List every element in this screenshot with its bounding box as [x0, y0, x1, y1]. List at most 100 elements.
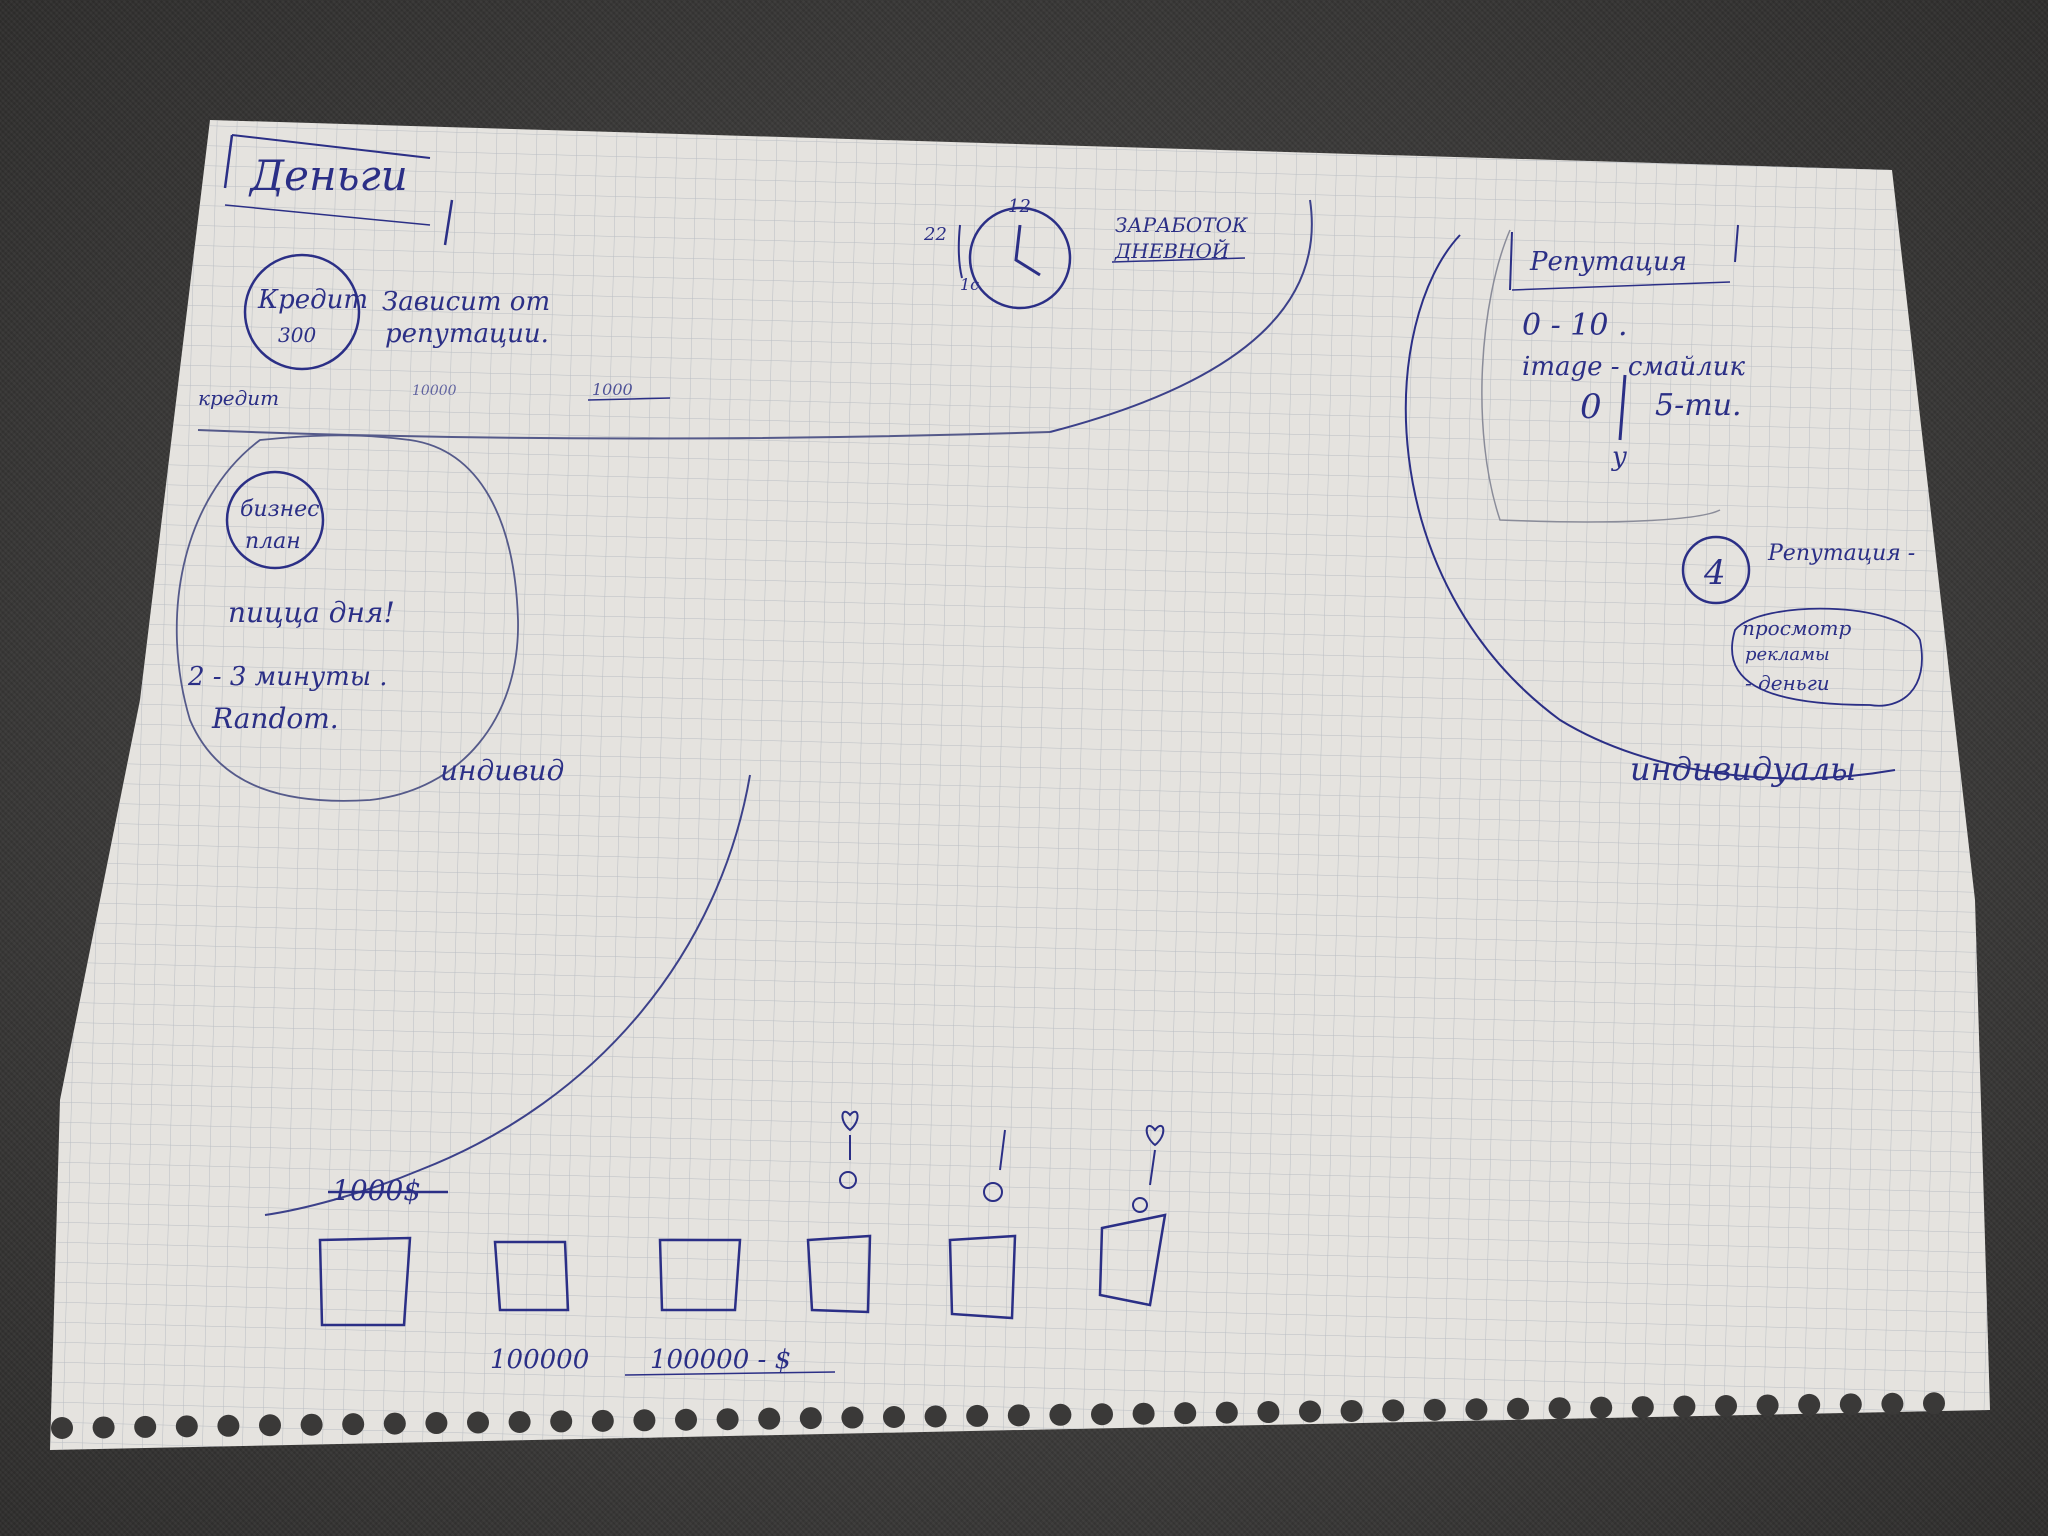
- perforation-hole: [924, 1405, 947, 1428]
- reputation-range: 0 - 10 .: [1522, 308, 1628, 343]
- phone-sketch-1: [318, 1236, 412, 1327]
- reputation-title: Репутация: [1529, 247, 1687, 277]
- perforation-hole: [675, 1408, 697, 1431]
- reputation-score-left: 0: [1580, 387, 1602, 427]
- credit-circle-label: Кредит: [257, 285, 368, 315]
- price-1: 100000: [490, 1345, 589, 1375]
- perforation-hole: [1881, 1392, 1904, 1415]
- money-section: Деньги Кредит 300 Зависит от репутации. …: [197, 134, 1051, 440]
- perforation-hole: [1007, 1404, 1030, 1427]
- earnings-label-line1: ЗАРАБОТОК: [1115, 213, 1248, 237]
- reputation-circle-label: Репутация -: [1767, 541, 1915, 566]
- perforation-hole: [1174, 1402, 1197, 1425]
- business-circle: [225, 470, 325, 570]
- perforation-hole: [259, 1414, 281, 1437]
- credit-note-line1: Зависит от: [382, 287, 550, 317]
- perforation-hole: [1132, 1402, 1155, 1425]
- perforation-hole: [1215, 1401, 1238, 1424]
- perforation-hole: [1049, 1403, 1072, 1426]
- heart-pin-3: [1132, 1124, 1165, 1213]
- reputation-section: Репутация 0 - 10 . image - смайлик 0 5-т…: [1404, 224, 1923, 788]
- ad-line1: просмотр: [1742, 616, 1852, 640]
- credit-row-label: кредит: [198, 386, 279, 410]
- perforation-hole: [1465, 1398, 1488, 1421]
- perforation-hole: [508, 1410, 531, 1433]
- perforation-hole: [1923, 1392, 1945, 1415]
- perforation-hole: [1299, 1400, 1321, 1423]
- perforation-hole: [300, 1413, 323, 1436]
- business-line2: план: [245, 529, 301, 554]
- heart-pin-1: [839, 1110, 859, 1189]
- ad-line2: рекламы: [1745, 644, 1830, 665]
- ad-line3: - деньги: [1745, 671, 1830, 695]
- perforation-hole: [1715, 1395, 1737, 1417]
- perforation-hole: [1548, 1397, 1571, 1420]
- reputation-score-below: у: [1611, 442, 1627, 472]
- strike-label: 1000$: [332, 1174, 421, 1207]
- perforation-hole: [966, 1404, 989, 1427]
- perforation-hole: [175, 1415, 198, 1438]
- perforation-hole: [758, 1407, 781, 1430]
- perforation-hole: [92, 1416, 115, 1439]
- reputation-score-right: 5-ти.: [1655, 388, 1742, 423]
- perforation-hole: [383, 1412, 406, 1435]
- perforation-holes: [51, 1392, 1945, 1439]
- perforation-hole: [134, 1415, 157, 1438]
- business-random: Random.: [211, 702, 339, 735]
- perforation-hole: [1631, 1396, 1654, 1419]
- reputation-image-line: image - смайлик: [1522, 352, 1745, 382]
- earnings-section: 12 22 1с ЗАРАБОТОК ДНЕВНОЙ: [923, 196, 1313, 433]
- credit-amount-1: 10000: [412, 383, 457, 399]
- clock-hour-22: 22: [923, 224, 947, 245]
- perforation-hole: [633, 1409, 656, 1432]
- perforation-hole: [217, 1414, 240, 1437]
- clock-hour-12: 12: [1008, 196, 1031, 217]
- business-minutes: 2 - 3 минуты .: [187, 662, 388, 692]
- perforation-hole: [1839, 1393, 1862, 1416]
- perforation-hole: [1798, 1393, 1821, 1416]
- phone-sketch-2: [493, 1240, 570, 1312]
- credit-amount-2: 1000: [592, 380, 633, 399]
- business-pizza: пицца дня!: [228, 596, 395, 629]
- perforation-hole: [591, 1409, 614, 1432]
- credit-note-line2: репутации.: [385, 319, 549, 349]
- perforation-hole: [342, 1413, 365, 1436]
- perforation-hole: [1590, 1396, 1613, 1419]
- phone-sketch-3: [658, 1238, 742, 1312]
- perforation-hole: [425, 1412, 448, 1435]
- perforation-hole: [1382, 1399, 1405, 1422]
- credit-circle-value: 300: [278, 323, 316, 347]
- phone-sketch-5: [948, 1234, 1017, 1320]
- perforation-hole: [883, 1406, 905, 1428]
- perforation-hole: [1423, 1398, 1446, 1421]
- perforation-hole: [716, 1408, 739, 1431]
- perforation-hole: [467, 1411, 489, 1434]
- perforation-hole: [1257, 1401, 1280, 1424]
- phone-sketch-4: [806, 1234, 872, 1314]
- perforation-hole: [51, 1417, 73, 1439]
- perforation-hole: [1091, 1403, 1113, 1426]
- perforation-hole: [550, 1410, 573, 1433]
- perforation-hole: [1673, 1395, 1696, 1418]
- connector-curve: [264, 774, 751, 1216]
- credit-circle: [243, 253, 361, 371]
- business-footer: индивид: [440, 754, 564, 787]
- reputation-number-circle: [1681, 535, 1751, 605]
- reputation-circle-number: 4: [1703, 553, 1726, 593]
- phone-sketch-6: [1098, 1213, 1167, 1307]
- perforation-hole: [1340, 1399, 1363, 1422]
- perforation-hole: [841, 1406, 864, 1429]
- price-2: 100000 - $: [650, 1345, 791, 1375]
- perforation-hole: [1507, 1397, 1529, 1420]
- reputation-footer: индивидуалы: [1630, 750, 1856, 788]
- business-line1: бизнес: [240, 497, 319, 522]
- clock-note: 1с: [960, 275, 979, 294]
- bottom-section: 1000$ 100000 100000 - $: [318, 1110, 1167, 1376]
- heart-pin-2: [983, 1129, 1006, 1202]
- clock-icon: [968, 206, 1072, 310]
- perforation-hole: [799, 1407, 822, 1430]
- money-title: Деньги: [248, 151, 408, 200]
- perforation-hole: [1756, 1394, 1779, 1417]
- business-section: бизнес план пицца дня! 2 - 3 минуты . Ra…: [175, 434, 564, 802]
